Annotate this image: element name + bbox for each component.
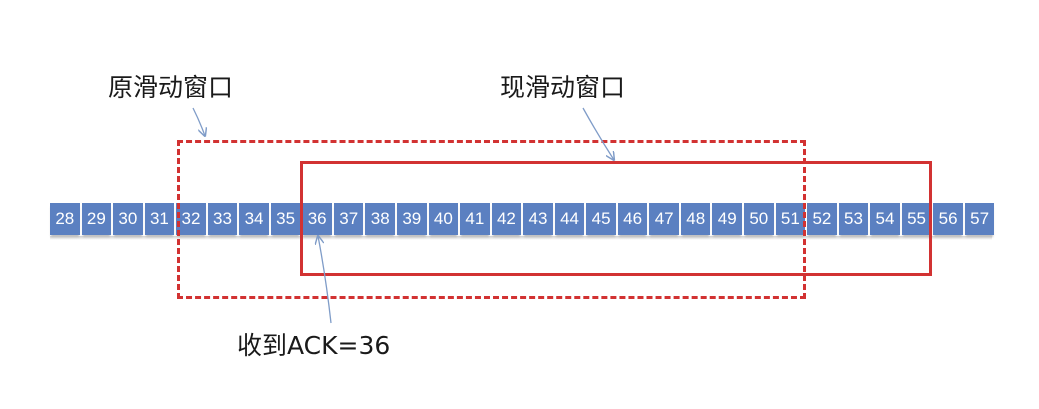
sequence-cell: 32 <box>176 203 206 235</box>
sequence-cell: 31 <box>144 203 175 235</box>
new-window-box <box>300 161 932 276</box>
sequence-cell: 30 <box>113 203 143 235</box>
sequence-cell: 43 <box>523 203 553 235</box>
sequence-cell: 55 <box>901 203 932 235</box>
ack-label: 收到ACK=36 <box>237 331 391 360</box>
old-window-label: 原滑动窗口 <box>108 73 234 102</box>
sequence-cell: 44 <box>554 203 585 235</box>
sequence-cell: 28 <box>50 203 80 235</box>
sequence-cell: 47 <box>649 203 679 235</box>
sequence-cell: 51 <box>775 203 806 235</box>
sequence-cell: 29 <box>81 203 112 235</box>
sequence-cell: 37 <box>333 203 364 235</box>
sequence-cell: 34 <box>239 203 269 235</box>
old-window-pointer <box>192 107 205 136</box>
old-window-box <box>177 140 806 299</box>
sequence-cell: 46 <box>617 203 648 235</box>
sequence-cell: 48 <box>680 203 711 235</box>
sequence-cell: 52 <box>807 203 837 235</box>
sequence-cell: 40 <box>428 203 459 235</box>
sequence-cell: 54 <box>870 203 900 235</box>
sequence-strip-shadow <box>50 236 992 240</box>
sequence-cell: 39 <box>397 203 427 235</box>
new-window-pointer <box>582 107 614 160</box>
sequence-cell: 56 <box>933 203 963 235</box>
sequence-cell: 57 <box>964 203 995 235</box>
sequence-cell: 45 <box>586 203 616 235</box>
sequence-cell: 36 <box>302 203 332 235</box>
sequence-cell: 41 <box>460 203 490 235</box>
sequence-cell: 53 <box>838 203 869 235</box>
sequence-cell: 35 <box>270 203 301 235</box>
sequence-cell: 33 <box>207 203 238 235</box>
sequence-cell: 42 <box>491 203 522 235</box>
sequence-cell: 50 <box>744 203 774 235</box>
sequence-cell: 38 <box>365 203 396 235</box>
sequence-cell: 49 <box>712 203 743 235</box>
new-window-label: 现滑动窗口 <box>500 73 626 102</box>
ack-pointer <box>318 236 332 324</box>
